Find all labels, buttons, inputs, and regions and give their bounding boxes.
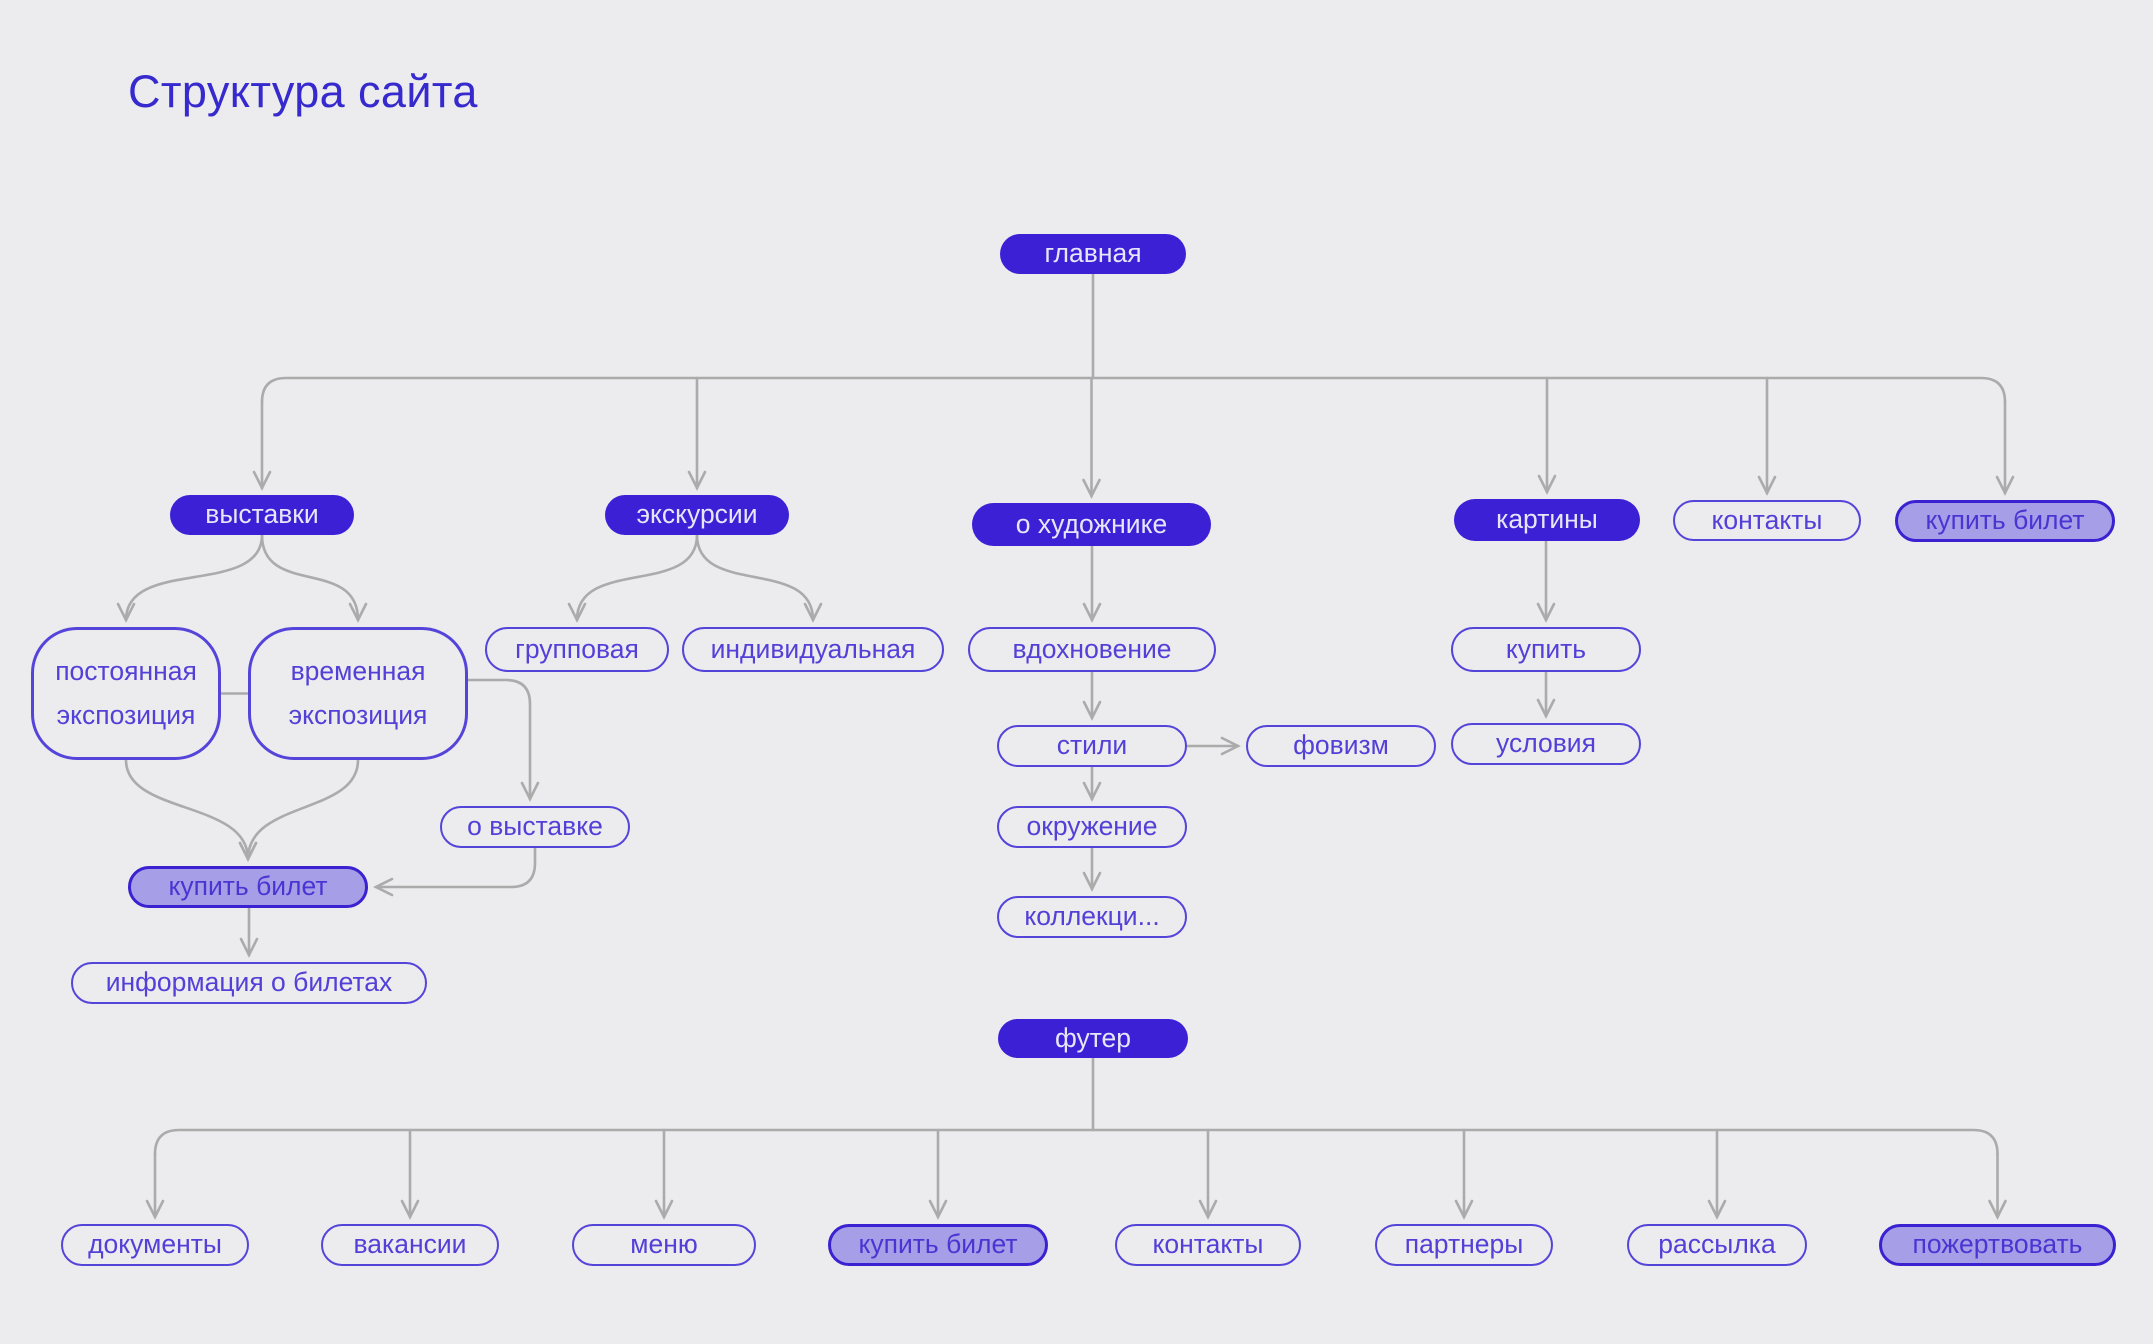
connector-line: [260, 376, 2007, 404]
node-kontakty-bottom[interactable]: контакты: [1115, 1224, 1301, 1266]
node-vystavki[interactable]: выставки: [170, 495, 354, 535]
node-kontakty-top[interactable]: контакты: [1673, 500, 1861, 541]
node-o-vystavke[interactable]: о выставке: [440, 806, 630, 848]
connector-line: [373, 846, 537, 897]
node-info-bilety[interactable]: информация о билетах: [71, 962, 427, 1004]
node-dokumenty[interactable]: документы: [61, 1224, 249, 1266]
node-vdohnovenie[interactable]: вдохновение: [968, 627, 1216, 672]
connector-line: [466, 678, 540, 802]
connector-line: [124, 758, 258, 862]
node-rassylka[interactable]: рассылка: [1627, 1224, 1807, 1266]
node-kollektsii[interactable]: коллекци...: [997, 896, 1187, 938]
connector-line: [260, 533, 368, 623]
node-okruzhenie[interactable]: окружение: [997, 806, 1187, 848]
node-kupit-bilet-left[interactable]: купить билет: [128, 866, 368, 908]
node-menyu[interactable]: меню: [572, 1224, 756, 1266]
node-kupit-bilet-bottom[interactable]: купить билет: [828, 1224, 1048, 1266]
connector-line: [116, 533, 264, 623]
node-o-hudozhnike[interactable]: о художнике: [972, 503, 1211, 546]
node-pozhertvovat[interactable]: пожертвовать: [1879, 1224, 2116, 1266]
connector-line: [238, 758, 360, 862]
node-futer[interactable]: футер: [998, 1019, 1188, 1058]
node-gruppovaya[interactable]: групповая: [485, 627, 669, 672]
node-vakansii[interactable]: вакансии: [321, 1224, 499, 1266]
node-kupit-bilet-top[interactable]: купить билет: [1895, 500, 2115, 542]
connector-line: [567, 533, 699, 623]
node-fovizm[interactable]: фовизм: [1246, 725, 1436, 767]
node-glavnaya[interactable]: главная: [1000, 234, 1186, 274]
node-usloviya[interactable]: условия: [1451, 723, 1641, 765]
connector-line: [695, 533, 823, 623]
node-partnery[interactable]: партнеры: [1375, 1224, 1553, 1266]
page-title: Структура сайта: [128, 66, 478, 117]
node-kupit[interactable]: купить: [1451, 627, 1641, 672]
node-postoyannaya[interactable]: постоянная экспозиция: [31, 627, 221, 760]
node-ekskursii[interactable]: экскурсии: [605, 495, 789, 535]
node-individualnaya[interactable]: индивидуальная: [682, 627, 944, 672]
node-kartiny[interactable]: картины: [1454, 499, 1640, 541]
node-vremennaya[interactable]: временная экспозиция: [248, 627, 468, 760]
node-stili[interactable]: стили: [997, 725, 1187, 767]
connector-line: [153, 1128, 1999, 1156]
